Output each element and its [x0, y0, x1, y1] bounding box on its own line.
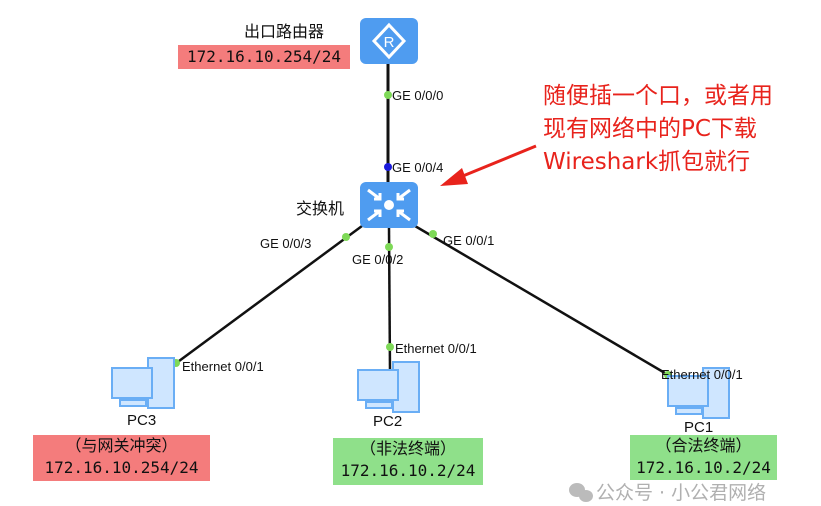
router-ip: 172.16.10.254/24 — [178, 45, 350, 69]
router-name: 出口路由器 — [244, 22, 325, 41]
router-icon: R — [360, 18, 418, 64]
svg-text:R: R — [384, 34, 395, 51]
switch-icon — [360, 182, 418, 228]
port-dot-ge001 — [429, 230, 437, 238]
pc1-info-box: （合法终端） 172.16.10.2/24 — [630, 435, 777, 480]
switch-port-pc2-label: GE 0/0/2 — [352, 252, 404, 267]
pc3-name: PC3 — [127, 412, 157, 429]
pc2-note: （非法终端） — [359, 439, 456, 458]
switch-port-pc3-label: GE 0/0/3 — [260, 236, 312, 251]
pc1-name: PC1 — [684, 419, 714, 436]
pc2-name: PC2 — [373, 413, 403, 430]
annotation-line: 现有网络中的PC下载 — [543, 116, 757, 142]
port-dot-pc2 — [386, 343, 394, 351]
port-dot-ge004 — [384, 163, 392, 171]
pc1-icon — [667, 367, 730, 419]
switch-name: 交换机 — [296, 199, 345, 218]
link-switch-pc3 — [174, 224, 363, 366]
annotation-line: 随便插一个口，或者用 — [543, 83, 773, 109]
pc3-note: （与网关冲突） — [65, 436, 178, 455]
pc1-note: （合法终端） — [655, 436, 752, 455]
annotation-text: 随便插一个口，或者用 现有网络中的PC下载 Wireshark抓包就行 — [543, 80, 773, 179]
pc1-port-label: Ethernet 0/0/1 — [661, 367, 743, 382]
pc2-info-box: （非法终端） 172.16.10.2/24 — [333, 438, 483, 485]
router-port-label: GE 0/0/0 — [392, 88, 444, 103]
pc2-icon — [357, 361, 420, 413]
switch-port-up-label: GE 0/0/4 — [392, 160, 444, 175]
switch-port-pc1-label: GE 0/0/1 — [443, 233, 495, 248]
pc3-port-label: Ethernet 0/0/1 — [182, 359, 264, 374]
port-dot-ge002 — [385, 243, 393, 251]
annotation-arrow — [440, 144, 537, 186]
pc3-icon — [111, 357, 175, 409]
pc1-ip: 172.16.10.2/24 — [636, 458, 771, 477]
port-dot-ge003 — [342, 233, 350, 241]
pc2-port-label: Ethernet 0/0/1 — [395, 341, 477, 356]
watermark: 公众号 · 小公君网络 — [596, 482, 767, 504]
pc2-ip: 172.16.10.2/24 — [340, 461, 476, 480]
wechat-icon — [569, 483, 593, 502]
link-switch-pc1 — [414, 224, 671, 378]
port-dot-ge000 — [384, 91, 392, 99]
pc3-ip: 172.16.10.254/24 — [44, 458, 199, 477]
pc3-info-box: （与网关冲突） 172.16.10.254/24 — [33, 435, 210, 481]
annotation-line: Wireshark抓包就行 — [543, 149, 751, 175]
